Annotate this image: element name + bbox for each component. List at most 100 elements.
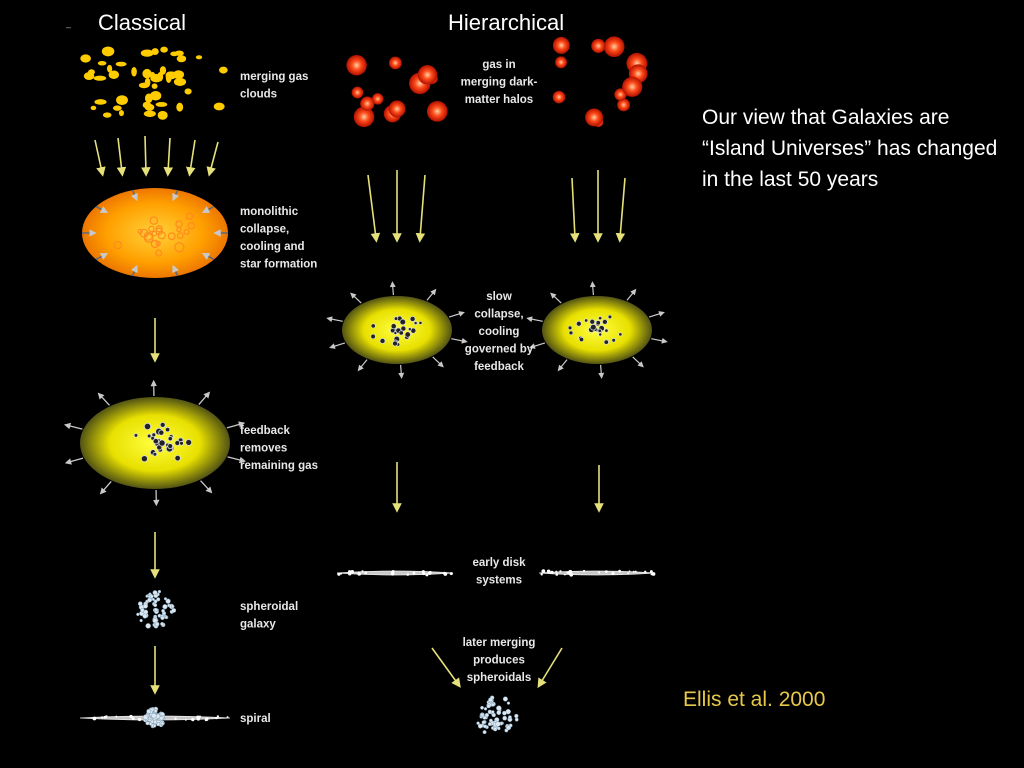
- classical-label-line: clouds: [240, 89, 277, 101]
- converging-arrow: [206, 141, 219, 177]
- star: [492, 726, 498, 732]
- star: [153, 709, 158, 713]
- star: [611, 338, 616, 343]
- star: [145, 623, 151, 629]
- outflow-arrow: [329, 342, 346, 349]
- disk-star: [101, 716, 104, 719]
- disk-star: [129, 714, 133, 719]
- disk-star: [644, 570, 647, 573]
- disk-star: [406, 573, 410, 576]
- gas-cloud: [108, 70, 120, 79]
- outflow-arrow: [451, 337, 468, 344]
- disk-star: [559, 570, 562, 573]
- star: [153, 603, 158, 608]
- disk-star: [540, 573, 543, 576]
- star: [170, 604, 175, 609]
- star: [152, 590, 158, 596]
- disk-star: [191, 718, 195, 722]
- star-forming-knot: [167, 232, 176, 241]
- star: [162, 604, 168, 610]
- star: [502, 710, 507, 716]
- dark-matter-halo: [617, 98, 630, 112]
- star: [578, 336, 585, 343]
- classical-label-line: cooling and: [240, 241, 305, 253]
- outflow-arrow: [626, 288, 637, 301]
- star: [508, 715, 512, 720]
- classical-label-line: remaining gas: [240, 460, 318, 472]
- hierarchical-label-line: later merging: [463, 637, 536, 649]
- outflow-arrow: [448, 311, 465, 318]
- star-forming-knot: [187, 221, 196, 230]
- star: [153, 599, 158, 604]
- star: [489, 718, 493, 723]
- disk-star: [628, 570, 631, 573]
- hierarchical-label-line: collapse,: [474, 309, 523, 321]
- hierarchical-label-line: feedback: [474, 361, 524, 373]
- star: [568, 330, 574, 336]
- dark-matter-halo: [360, 96, 375, 111]
- spiral-bulge: [142, 706, 166, 729]
- star: [496, 710, 502, 715]
- gas-cloud: [94, 99, 107, 105]
- disk-star: [205, 717, 209, 721]
- star: [590, 323, 597, 331]
- gas-cloud: [90, 105, 97, 111]
- star: [393, 331, 398, 335]
- disk-star: [357, 572, 361, 575]
- star: [152, 451, 158, 457]
- star: [163, 597, 167, 601]
- converging-arrow: [415, 174, 426, 243]
- gas-cloud: [142, 68, 152, 79]
- disk-star: [428, 570, 432, 574]
- outflow-arrow: [426, 288, 437, 301]
- merging-arrow-right: [537, 647, 563, 689]
- gas-cloud: [138, 82, 150, 89]
- dark-matter-halo: [353, 106, 375, 128]
- star: [140, 608, 145, 613]
- inflow-arrow: [95, 205, 109, 214]
- star: [142, 714, 149, 720]
- dark-matter-halo: [585, 108, 604, 127]
- disk-star: [541, 569, 546, 574]
- disk-star: [184, 719, 187, 721]
- disk-star: [215, 716, 218, 720]
- outflow-arrow: [226, 421, 246, 429]
- dark-matter-halo: [388, 100, 406, 118]
- disk-star: [105, 715, 108, 718]
- star: [487, 722, 492, 727]
- star: [148, 716, 152, 721]
- gas-cloud: [80, 54, 91, 63]
- inflow-arrow: [130, 189, 138, 202]
- gas-cloud: [151, 83, 158, 89]
- outflow-arrow: [526, 316, 543, 323]
- gas-cloud: [104, 48, 110, 53]
- star: [174, 440, 181, 446]
- star: [133, 433, 139, 438]
- disk-star: [422, 572, 426, 576]
- star: [603, 339, 609, 345]
- disk-star: [348, 571, 351, 574]
- hierarchical-label-line: systems: [476, 575, 522, 587]
- gas-cloud: [173, 70, 185, 79]
- star: [584, 318, 589, 323]
- gas-clouds: [80, 46, 228, 120]
- classical-label-line: merging gas: [240, 71, 308, 83]
- star: [399, 318, 406, 326]
- disk-star: [426, 573, 429, 576]
- dark-matter-halo: [603, 36, 625, 57]
- explanatory-note: Our view that Galaxies are “Island Unive…: [702, 106, 998, 191]
- slow-collapse-right: [526, 281, 668, 379]
- star: [152, 617, 158, 624]
- gas-cloud: [170, 51, 179, 57]
- disk-star: [390, 572, 395, 576]
- gas-cloud: [157, 110, 168, 120]
- gas-cloud: [144, 103, 155, 111]
- star: [480, 713, 484, 717]
- star: [618, 332, 623, 337]
- star: [502, 696, 508, 702]
- inflow-arrow: [130, 264, 138, 277]
- disk-star: [115, 715, 118, 718]
- disk-star: [93, 717, 96, 720]
